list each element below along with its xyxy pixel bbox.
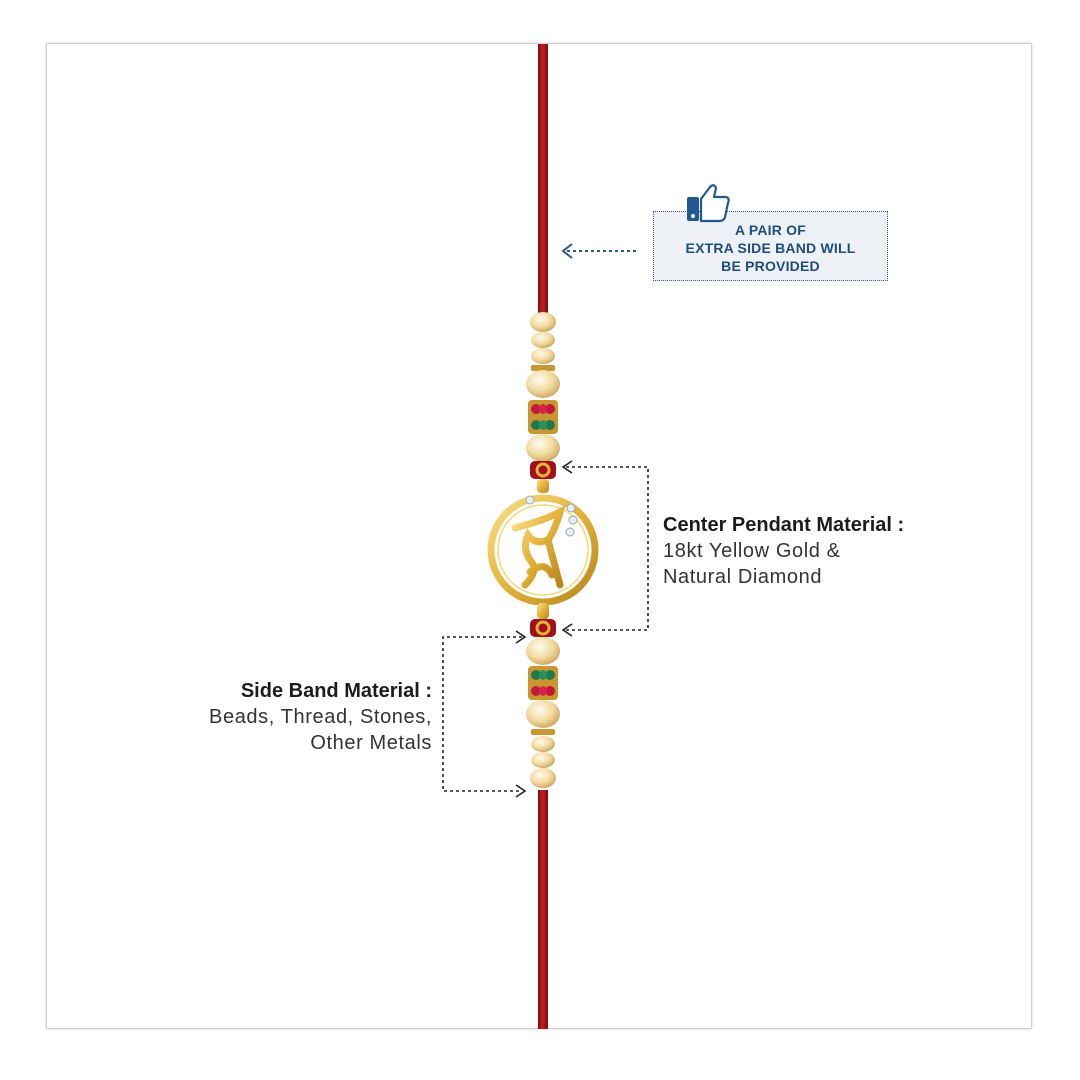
lower-bead-string bbox=[526, 619, 560, 788]
side-band-title: Side Band Material : bbox=[240, 680, 432, 702]
thread-bottom bbox=[538, 790, 548, 1029]
connector-top bbox=[530, 461, 556, 479]
side-band-line: Beads, Thread, Stones, bbox=[209, 706, 432, 728]
thread-top bbox=[538, 44, 548, 314]
center-pendant-line: 18kt Yellow Gold & bbox=[663, 540, 841, 562]
thumbs-up-icon bbox=[687, 184, 730, 223]
notice-arrow bbox=[561, 243, 636, 259]
connector-bottom bbox=[530, 619, 556, 637]
stone-rondelle-top bbox=[528, 400, 558, 434]
diamond-studs bbox=[525, 495, 578, 537]
center-pendant-title: Center Pendant Material : bbox=[663, 514, 905, 536]
notice-line: BE PROVIDED bbox=[721, 258, 820, 274]
upper-bead-string bbox=[526, 312, 560, 479]
side-band-bracket bbox=[442, 630, 527, 798]
pendant bbox=[487, 479, 599, 619]
stone-rondelle-bottom bbox=[528, 666, 558, 700]
center-pendant-line: Natural Diamond bbox=[663, 566, 823, 588]
notice-line: EXTRA SIDE BAND WILL bbox=[685, 240, 856, 256]
center-pendant-bracket bbox=[561, 460, 649, 637]
extra-band-notice: A PAIR OF EXTRA SIDE BAND WILL BE PROVID… bbox=[653, 211, 888, 281]
side-band-line: Other Metals bbox=[310, 732, 432, 754]
notice-line: A PAIR OF bbox=[734, 222, 807, 238]
